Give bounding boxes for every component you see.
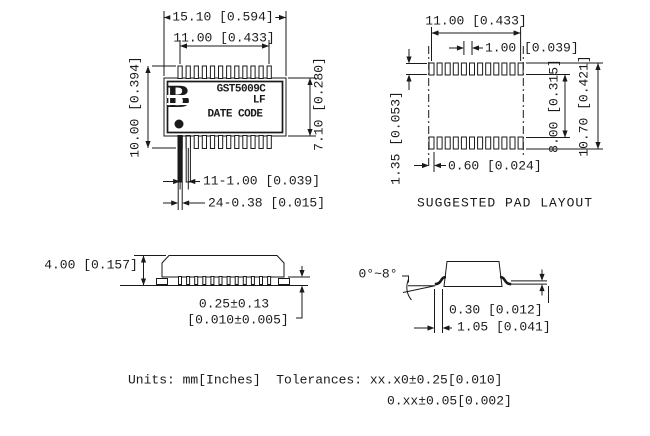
pad-dim-outer-span: 10.70 [0.421] bbox=[576, 55, 592, 157]
pad-layout-caption: SUGGESTED PAD LAYOUT bbox=[416, 195, 594, 211]
side-right-foot bbox=[278, 278, 290, 285]
logo-stripe bbox=[167, 102, 194, 105]
units-tolerances-note: Units: mm[Inches] Tolerances: xx.x0±0.25… bbox=[128, 372, 503, 388]
part-suffix: LF bbox=[252, 94, 266, 107]
date-code-marking: DATE CODE bbox=[207, 108, 263, 120]
end-body-outline bbox=[443, 261, 503, 287]
pad-layout-bottom-pads bbox=[428, 136, 524, 150]
top-view-bottom-pins bbox=[177, 135, 272, 149]
top-view-drawing bbox=[145, 11, 316, 210]
dim-lead-width: 24-0.38 [0.015] bbox=[208, 195, 326, 211]
dim-standoff-mm: 0.25±0.13 bbox=[198, 296, 270, 312]
dim-pin-span: 11.00 [0.433] bbox=[173, 30, 275, 46]
side-left-foot bbox=[156, 278, 168, 285]
pad-dim-inner-span: 8.00 [0.315] bbox=[546, 59, 561, 153]
dim-standoff-in: [0.010±0.005] bbox=[187, 312, 289, 328]
dim-total-height: 10.00 [0.394] bbox=[127, 56, 143, 158]
side-view-drawing bbox=[120, 255, 310, 319]
dim-body-height: 7.10 [0.280] bbox=[311, 57, 327, 151]
side-body-outline bbox=[161, 255, 285, 278]
end-left-lead bbox=[434, 275, 447, 286]
pad-dim-width: 0.60 [0.024] bbox=[448, 158, 542, 174]
pad-dim-pitch: 1.00 [0.039] bbox=[485, 40, 579, 56]
lead-angle-label: 0°~8° bbox=[358, 266, 398, 282]
lead-angle-construction bbox=[402, 275, 436, 301]
pad-layout-drawing bbox=[406, 27, 603, 172]
pad-dim-length: 1.35 [0.053] bbox=[388, 91, 404, 185]
package-body-outline bbox=[163, 77, 287, 137]
dim-foot-length: 1.05 [0.041] bbox=[457, 319, 551, 335]
package-body-inner bbox=[166, 80, 284, 134]
dim-lead-thickness: 0.30 [0.012] bbox=[449, 302, 543, 318]
logo-stripe bbox=[167, 95, 194, 98]
end-right-lead bbox=[499, 275, 512, 286]
dim-lead-pitch: 11-1.00 [0.039] bbox=[203, 173, 321, 189]
end-view-drawing bbox=[402, 261, 549, 333]
top-view-top-pins bbox=[177, 65, 272, 79]
dim-package-height: 4.00 [0.157] bbox=[44, 257, 138, 273]
pad-layout-top-pads bbox=[428, 62, 524, 76]
pad-dim-span: 11.00 [0.433] bbox=[425, 13, 527, 29]
part-number: GST5009C bbox=[216, 83, 266, 96]
tolerances-note-line2: 0.xx±0.05[0.002] bbox=[387, 393, 512, 409]
side-view-leads bbox=[178, 276, 272, 285]
pad-layout-centerlines bbox=[428, 46, 524, 166]
brand-logo: B bbox=[166, 82, 196, 114]
dim-overall-width: 15.10 [0.594] bbox=[170, 9, 276, 25]
pin1-dot bbox=[174, 119, 184, 129]
